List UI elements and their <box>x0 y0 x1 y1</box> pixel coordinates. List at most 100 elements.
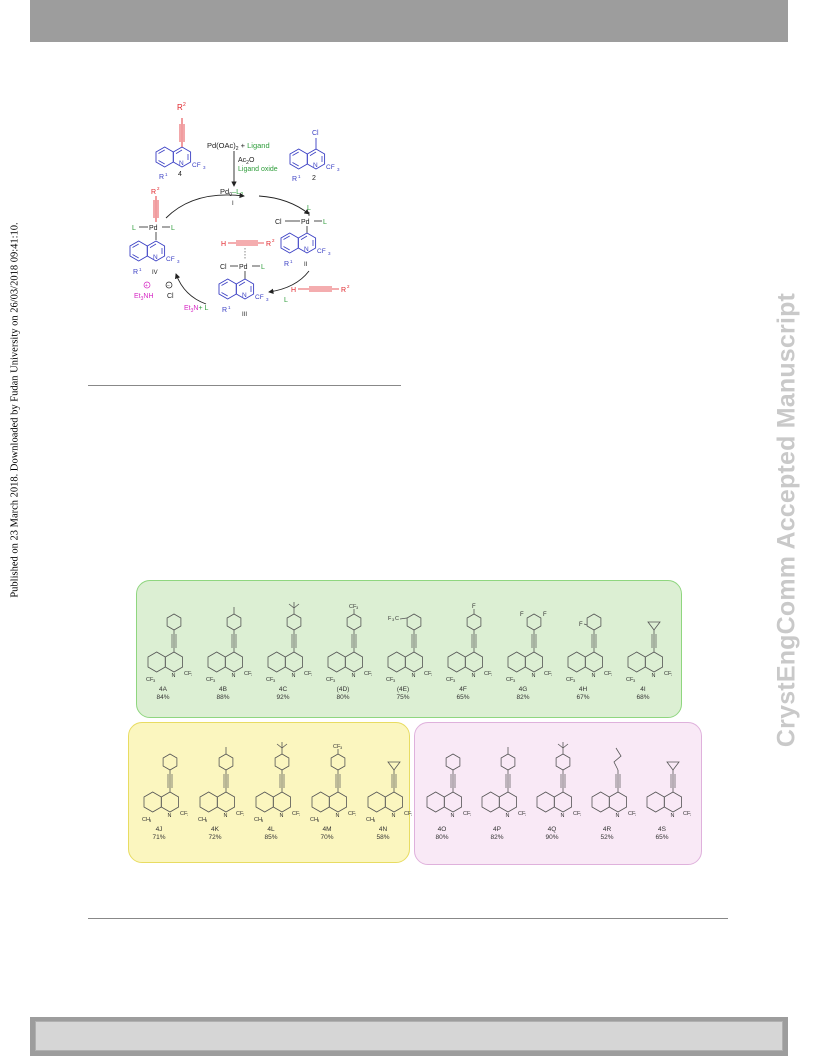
svg-text:3: 3 <box>580 812 581 817</box>
compound-label: 4F <box>459 686 467 693</box>
svg-text:N: N <box>671 813 675 819</box>
compound-yield: 82% <box>490 834 504 841</box>
svg-text:CF: CF <box>683 811 691 817</box>
svg-text:N: N <box>472 673 476 679</box>
svg-text:3: 3 <box>392 617 395 622</box>
cf3-label-2: CF <box>326 164 335 171</box>
iv-cf3-sub: 3 <box>177 259 180 264</box>
svg-text:CH: CH <box>198 817 206 823</box>
start-2-structure: Cl N CF 3 R 1 2 <box>289 130 340 183</box>
pd0-part1: Pd <box>220 187 229 196</box>
svg-text:3: 3 <box>273 678 276 683</box>
iii-cf3: CF <box>255 294 264 301</box>
compound-label: 4I <box>640 686 646 693</box>
svg-text:CF: CF <box>236 811 244 817</box>
product-number: 4 <box>178 171 182 178</box>
svg-text:3: 3 <box>690 812 691 817</box>
ligand-oxide-label: Ligand oxide <box>238 166 278 173</box>
pdoac-sub: 2 <box>236 146 239 152</box>
svg-text:3: 3 <box>371 672 372 677</box>
svg-text:F: F <box>579 622 583 628</box>
svg-text:3: 3 <box>551 672 552 677</box>
svg-text:3: 3 <box>453 678 456 683</box>
svg-text:3: 3 <box>243 812 244 817</box>
compound-tile: NCF34P82% <box>468 730 526 842</box>
ii-cf3-sub: 3 <box>328 251 331 256</box>
svg-text:3: 3 <box>573 678 576 683</box>
iii-h: H <box>221 241 226 248</box>
svg-text:N: N <box>336 813 340 819</box>
compound-yield: 58% <box>376 834 390 841</box>
svg-text:CF: CF <box>184 671 192 677</box>
svg-text:3: 3 <box>213 678 216 683</box>
svg-text:C: C <box>395 616 399 622</box>
compound-tile: NCF3CF34C92% <box>254 590 312 702</box>
ac2o-part1: Ac <box>238 157 247 164</box>
r1-sup: 1 <box>165 172 168 177</box>
r1-sup-2: 1 <box>298 174 301 179</box>
svg-text:3: 3 <box>205 818 208 823</box>
catalytic-cycle-scheme: R 2 N CF 3 R 1 4 Pd(OAc)2 + Ligand Ac2O … <box>129 102 350 318</box>
svg-text:N: N <box>280 813 284 819</box>
compound-yield: 82% <box>516 694 530 701</box>
ii-cf3: CF <box>317 248 326 255</box>
compound-structure: FFNCF3CF3 <box>506 612 552 683</box>
svg-text:CF: CF <box>506 677 514 683</box>
iv-pd: Pd <box>149 225 158 232</box>
svg-text:CF: CF <box>424 671 432 677</box>
compound-label: 4H <box>578 686 588 693</box>
svg-text:N: N <box>352 673 356 679</box>
et3n-part2: 3 <box>191 308 194 314</box>
minus-charge-symbol: − <box>167 283 170 289</box>
iii-r1: R <box>222 307 227 314</box>
compound-tile: NCF3CH34K72% <box>186 730 244 842</box>
compound-label: 4A <box>159 686 167 693</box>
iv-r2-sup: 2 <box>157 186 160 191</box>
svg-text:3: 3 <box>373 818 376 823</box>
intermediate-ii: L Cl Pd L N CF 3 R 1 II <box>275 205 331 268</box>
publication-notice: Published on 23 March 2018. Downloaded b… <box>2 180 28 640</box>
compound-label: 4M <box>322 826 332 833</box>
ligand-label: Ligand <box>247 141 270 150</box>
alkyne-h: H <box>291 287 296 294</box>
compound-tile: FNCF3CF34F65% <box>434 590 492 702</box>
publication-notice-text: Published on 23 March 2018. Downloaded b… <box>9 222 21 598</box>
compound-yield: 84% <box>156 694 170 701</box>
et3nh-part1: Et <box>134 293 141 300</box>
reagents-label: Pd(OAc)2 + Ligand <box>207 141 270 152</box>
svg-text:CF: CF <box>348 811 356 817</box>
compound-tile: CF3NCF3CF3(4D)80% <box>314 590 372 702</box>
iii-pd: Pd <box>239 264 248 271</box>
svg-text:F: F <box>472 604 476 610</box>
plus-l: + L <box>198 305 208 312</box>
ac2o-part3: O <box>249 157 255 164</box>
compound-structure: NCF3CF3 <box>206 607 252 683</box>
svg-text:3: 3 <box>513 678 516 683</box>
ii-l-right: L <box>323 219 327 226</box>
iii-cl: Cl <box>220 264 227 271</box>
et3n-part3: N <box>193 305 198 312</box>
svg-text:3: 3 <box>299 812 300 817</box>
compound-yield: 75% <box>396 694 410 701</box>
compound-label: (4E) <box>396 686 410 693</box>
scope-panel-cf3 <box>136 580 682 718</box>
svg-text:N: N <box>451 813 455 819</box>
compound-tile: NCF3CF34A84% <box>134 590 192 702</box>
compound-structure: NCF3CH3 <box>254 742 300 823</box>
compound-yield: 88% <box>216 694 230 701</box>
compound-structure: FNCF3CF3 <box>446 604 492 683</box>
iv-n: N <box>153 254 158 261</box>
et3nh-label: Et3NH <box>134 293 154 302</box>
cf3-sub-2: 3 <box>337 167 340 172</box>
iv-r1: R <box>133 269 138 276</box>
svg-text:CF: CF <box>206 677 214 683</box>
plus-charge-symbol: + <box>145 283 148 289</box>
iv-l-left: L <box>132 225 136 232</box>
compound-structure: N CF3 <box>646 761 691 819</box>
svg-text:CH: CH <box>254 817 262 823</box>
svg-text:CF: CF <box>326 677 334 683</box>
svg-text:CF: CF <box>386 677 394 683</box>
compound-structure: CF3NCF3CF3 <box>326 604 372 683</box>
